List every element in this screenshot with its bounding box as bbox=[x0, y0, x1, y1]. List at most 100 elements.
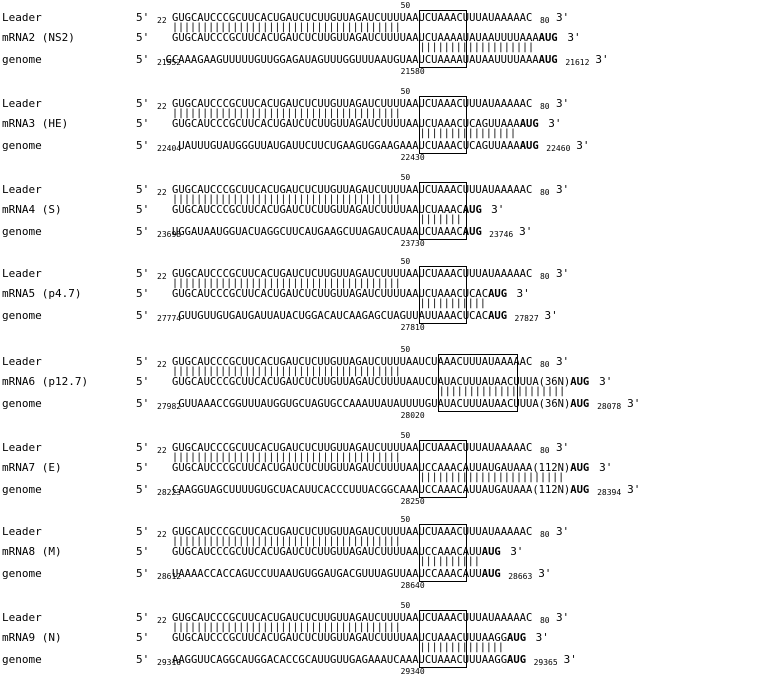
mrna-label: mRNA9 (N) bbox=[2, 631, 62, 644]
three-prime-mrna: 3' bbox=[491, 203, 505, 216]
pairing-bars-lower: ||||||||||| bbox=[419, 298, 486, 309]
genome-start-pos: 21552 bbox=[157, 58, 182, 67]
five-prime-genome: 5' bbox=[136, 653, 150, 666]
mrna-start-codon: AUG bbox=[570, 376, 590, 388]
pairing-bars-lower: ||||||| bbox=[419, 214, 462, 225]
conserved-motif-box bbox=[418, 610, 468, 668]
five-prime-genome: 5' bbox=[136, 309, 150, 322]
genome-sequence: UGGAUAAUGGUACUAGGCUUCAUGAAGCUUAGAUCAUAAU… bbox=[172, 226, 482, 238]
mrna-sequence: GUGCAUCCCGCUUCACUGAUCUCUUGUUAGAUCUUUUAAU… bbox=[172, 376, 589, 388]
five-prime-mrna: 5' bbox=[136, 117, 150, 130]
mrna-sequence-text: GUGCAUCCCGCUUCACUGAUCUCUUGUUAGAUCUUUUAAU… bbox=[172, 204, 463, 216]
leader-label: Leader bbox=[2, 355, 42, 368]
genome-label: genome bbox=[2, 483, 42, 496]
five-prime-leader: 5' bbox=[136, 97, 150, 110]
conserved-motif-box bbox=[418, 182, 468, 240]
genome-label: genome bbox=[2, 139, 42, 152]
leader-start-pos: 22 bbox=[157, 188, 167, 197]
genome-sequence-text: CAAGGUAGCUUUUGUGCUACAUUCACCCUUUACGGCAAAU… bbox=[172, 484, 571, 496]
pairing-bars-lower: |||||||||| bbox=[419, 556, 480, 567]
genome-tick-label: 28640 bbox=[400, 581, 425, 590]
three-prime-leader: 3' bbox=[555, 525, 570, 538]
conserved-motif-box bbox=[418, 524, 468, 582]
mrna-sequence: GUGCAUCCCGCUUCACUGAUCUCUUGUUAGAUCUUUUAAU… bbox=[172, 462, 589, 474]
five-prime-leader: 5' bbox=[136, 267, 150, 280]
five-prime-leader: 5' bbox=[136, 525, 150, 538]
five-prime-leader: 5' bbox=[136, 355, 150, 368]
genome-start-codon: AUG bbox=[488, 310, 508, 322]
three-prime-genome: 3' bbox=[595, 53, 609, 66]
leader-label: Leader bbox=[2, 97, 42, 110]
position-50-marker: 50 bbox=[400, 1, 411, 10]
genome-end-pos: 29365 bbox=[533, 658, 558, 667]
genome-sequence-text: GUUAAACCGGUUUAUGGUGCUAGUGCCAAAUUAUAUUUUG… bbox=[178, 398, 571, 410]
mrna-sequence-text: GUGCAUCCCGCUUCACUGAUCUCUUGUUAGAUCUUUUAAU… bbox=[172, 462, 571, 474]
five-prime-mrna: 5' bbox=[136, 545, 150, 558]
mrna-sequence-text: GUGCAUCCCGCUUCACUGAUCUCUUGUUAGAUCUUUUAAU… bbox=[172, 32, 539, 44]
leader-end-pos: 80 bbox=[539, 16, 550, 25]
three-prime-mrna: 3' bbox=[548, 117, 562, 130]
five-prime-genome: 5' bbox=[136, 397, 150, 410]
genome-tick-label: 29340 bbox=[400, 667, 425, 676]
genome-start-codon: AUG bbox=[570, 484, 590, 496]
mrna-start-codon: AUG bbox=[507, 632, 527, 644]
position-50-marker: 50 bbox=[400, 345, 411, 354]
three-prime-mrna: 3' bbox=[567, 31, 581, 44]
pairing-bars-upper: |||||||||||||||||||||||||||||||||||||| bbox=[172, 622, 401, 633]
three-prime-mrna: 3' bbox=[599, 461, 613, 474]
mrna-sequence-text: GUGCAUCCCGCUUCACUGAUCUCUUGUUAGAUCUUUUAAU… bbox=[172, 546, 482, 558]
genome-tick-label: 28020 bbox=[400, 411, 425, 420]
leader-start-pos: 22 bbox=[157, 272, 167, 281]
genome-tick-label: 23730 bbox=[400, 239, 425, 248]
mrna-label: mRNA8 (M) bbox=[2, 545, 62, 558]
leader-label: Leader bbox=[2, 441, 42, 454]
genome-label: genome bbox=[2, 53, 42, 66]
genome-end-pos: 21612 bbox=[565, 58, 590, 67]
pairing-bars-upper: |||||||||||||||||||||||||||||||||||||| bbox=[172, 108, 401, 119]
genome-start-pos: 29310 bbox=[157, 658, 182, 667]
leader-end-pos: 80 bbox=[539, 102, 550, 111]
genome-label: genome bbox=[2, 309, 42, 322]
leader-label: Leader bbox=[2, 611, 42, 624]
genome-tick-label: 21580 bbox=[400, 67, 425, 76]
leader-start-pos: 22 bbox=[157, 360, 167, 369]
leader-start-pos: 22 bbox=[157, 616, 167, 625]
mrna-label: mRNA7 (E) bbox=[2, 461, 62, 474]
mrna-sequence-text: GUGCAUCCCGCUUCACUGAUCUCUUGUUAGAUCUUUUAAU… bbox=[172, 288, 489, 300]
genome-start-pos: 22404 bbox=[157, 144, 182, 153]
pairing-bars-upper: |||||||||||||||||||||||||||||||||||||| bbox=[172, 194, 401, 205]
genome-label: genome bbox=[2, 397, 42, 410]
leader-label: Leader bbox=[2, 183, 42, 196]
five-prime-mrna: 5' bbox=[136, 461, 150, 474]
three-prime-mrna: 3' bbox=[516, 287, 530, 300]
genome-sequence-text: AAGGUUCAGGCAUGGACACCGCAUUGUUGAGAAAUCAAAU… bbox=[172, 654, 508, 666]
mrna-sequence-text: GUGCAUCCCGCUUCACUGAUCUCUUGUUAGAUCUUUUAAU… bbox=[172, 118, 520, 130]
position-50-marker: 50 bbox=[400, 601, 411, 610]
mrna-start-codon: AUG bbox=[462, 204, 482, 216]
leader-sequence: GUGCAUCCCGCUUCACUGAUCUCUUGUUAGAUCUUUUAAU… bbox=[172, 356, 533, 368]
pairing-bars-upper: |||||||||||||||||||||||||||||||||||||| bbox=[172, 536, 401, 547]
leader-sequence: GUGCAUCCCGCUUCACUGAUCUCUUGUUAGAUCUUUUAAU… bbox=[172, 268, 533, 280]
genome-start-codon: AUG bbox=[507, 654, 527, 666]
three-prime-mrna: 3' bbox=[599, 375, 613, 388]
genome-end-pos: 22460 bbox=[546, 144, 571, 153]
leader-end-pos: 80 bbox=[539, 188, 550, 197]
genome-end-pos: 28394 bbox=[597, 488, 622, 497]
conserved-motif-box bbox=[437, 354, 518, 412]
three-prime-leader: 3' bbox=[555, 611, 570, 624]
three-prime-leader: 3' bbox=[555, 11, 570, 24]
leader-sequence: GUGCAUCCCGCUUCACUGAUCUCUUGUUAGAUCUUUUAAU… bbox=[172, 526, 533, 538]
position-50-marker: 50 bbox=[400, 515, 411, 524]
three-prime-mrna: 3' bbox=[535, 631, 549, 644]
pairing-bars-upper: |||||||||||||||||||||||||||||||||||||| bbox=[172, 452, 401, 463]
position-50-marker: 50 bbox=[400, 257, 411, 266]
position-50-marker: 50 bbox=[400, 431, 411, 440]
genome-sequence-text: UGGAUAAUGGUACUAGGCUUCAUGAAGCUUAGAUCAUAAU… bbox=[172, 226, 463, 238]
conserved-motif-box bbox=[418, 266, 468, 324]
three-prime-genome: 3' bbox=[538, 567, 552, 580]
